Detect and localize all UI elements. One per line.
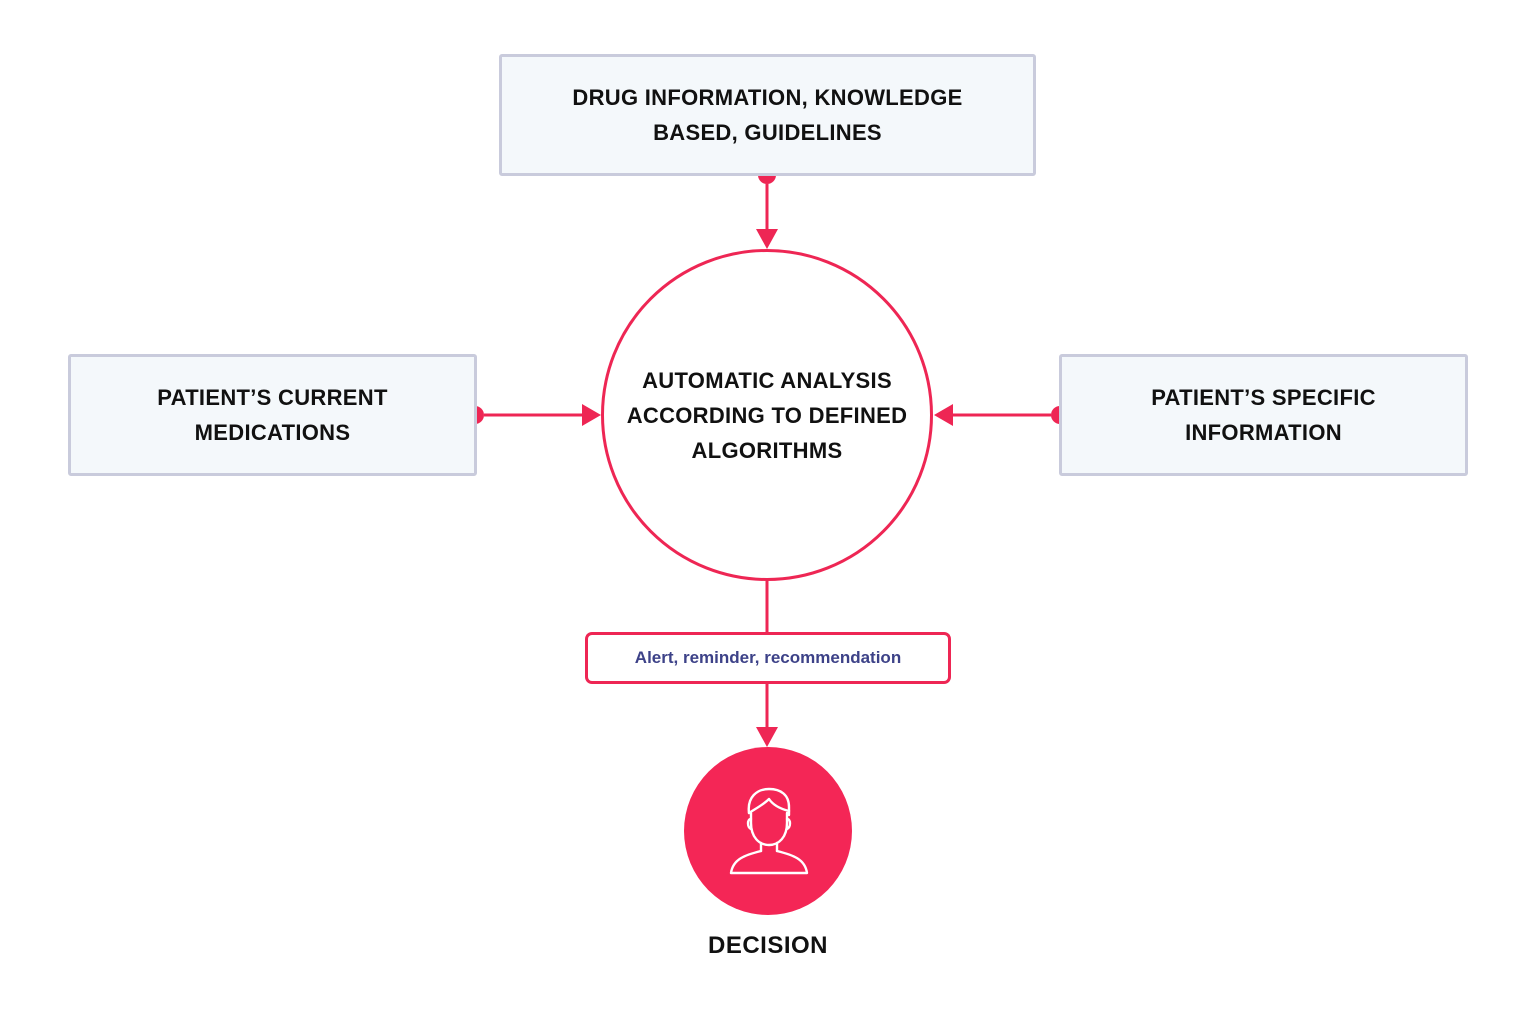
decision-label: DECISION [707,932,828,959]
user-icon [729,787,809,875]
drug-information-label: DRUG INFORMATION, KNOWLEDGE BASED, GUIDE… [572,85,963,145]
analysis-label: AUTOMATIC ANALYSIS ACCORDING TO DEFINED … [626,367,908,463]
connector-output-to-decision [756,684,778,747]
connector-left-to-center [466,404,601,426]
connector-top-to-center [756,166,778,249]
current-medications-box: PATIENT’S CURRENT MEDICATIONS [68,354,477,476]
specific-information-label: PATIENT’S SPECIFIC INFORMATION [1151,385,1376,445]
analysis-node: AUTOMATIC ANALYSIS ACCORDING TO DEFINED … [601,249,933,581]
connector-right-to-center [934,404,1069,426]
current-medications-label: PATIENT’S CURRENT MEDICATIONS [157,385,388,445]
output-label-box: Alert, reminder, recommendation [585,632,951,684]
decision-node [684,747,852,915]
output-label: Alert, reminder, recommendation [634,648,902,667]
specific-information-box: PATIENT’S SPECIFIC INFORMATION [1059,354,1468,476]
drug-information-box: DRUG INFORMATION, KNOWLEDGE BASED, GUIDE… [499,54,1036,176]
